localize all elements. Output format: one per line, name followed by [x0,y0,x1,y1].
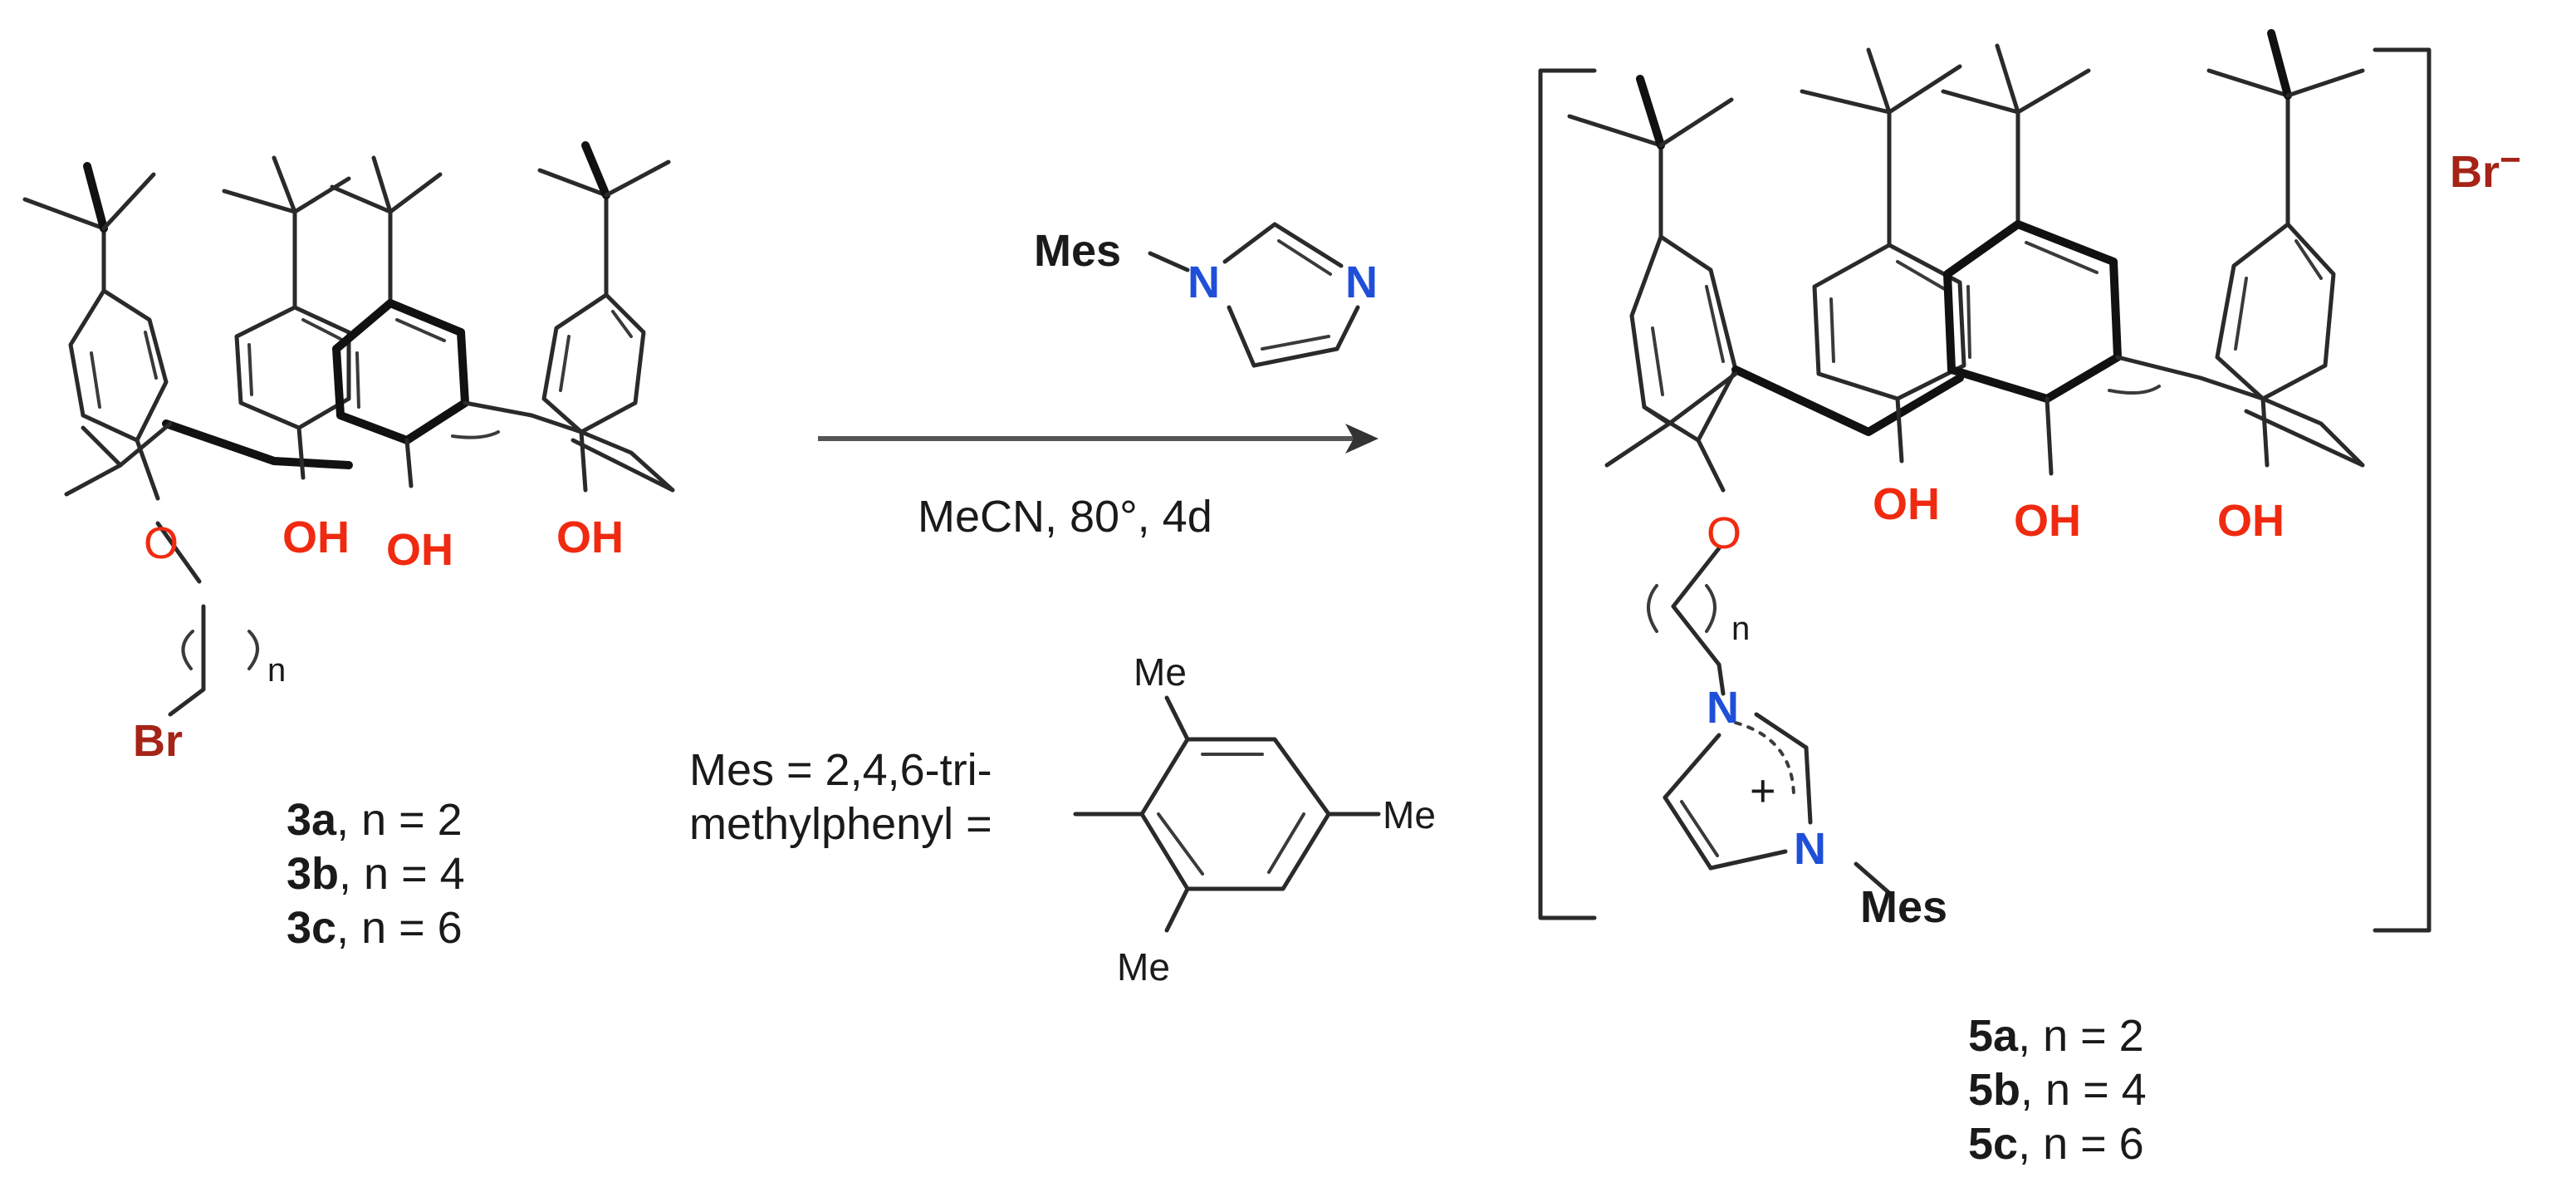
mes-definition-line1: Mes = 2,4,6-tri- [689,745,992,795]
mes-label: Mes [1034,226,1121,276]
tert-butyl-group [2206,29,2365,227]
mes-definition-line2: methylphenyl = [689,799,992,849]
product-oxygen-label: O [1707,508,1741,558]
positive-charge: + [1750,766,1776,816]
methyl-label: Me [1383,793,1436,836]
reaction-conditions: MeCN, 80°, 4d [918,492,1212,542]
product-structure [1567,29,2365,895]
product-mes-label: Mes [1860,882,1947,932]
bromine-label: Br [133,716,183,766]
tert-butyl-group [1567,75,1734,239]
reagent-imidazole: Mes N N [1034,222,1378,368]
product-hydroxyl-label: OH [2014,496,2081,546]
methyl-label: Me [1134,650,1187,694]
starting-hydroxyl-label: OH [282,513,350,562]
imidazole-n3-label: N [1345,258,1378,307]
imidazolium-n3-label: N [1794,824,1826,874]
compound-label: 3a, n = 2 [286,795,463,845]
product-hydroxyl-label: OH [1873,479,1940,529]
starting-hydroxyl-label: OH [386,525,453,575]
reaction-arrow [818,424,1379,454]
tert-butyl-group [22,162,156,293]
tert-butyl-group [1800,47,1962,248]
product-chain-subscript-n: n [1731,611,1750,647]
bromide-counterion: Br− [2450,140,2521,197]
tert-butyl-group [222,155,351,310]
tert-butyl-group [330,155,443,306]
compound-label: 5c, n = 6 [1968,1119,2144,1169]
imidazolium-n1-label: N [1707,683,1739,733]
product-hydroxyl-label: OH [2217,496,2285,546]
imidazole-n1-label: N [1188,258,1220,307]
starting-hydroxyl-label: OH [556,513,624,562]
product-brackets [1538,47,2432,933]
mesityl-structure [1073,695,1381,933]
compound-label: 3c, n = 6 [286,903,463,953]
product-compound-legend: 5a, n = 2 5b, n = 4 5c, n = 6 [1968,1011,2147,1169]
tert-butyl-group [537,141,671,297]
chain-subscript-n: n [267,652,286,689]
compound-label: 5a, n = 2 [1968,1011,2144,1061]
compound-label: 3b, n = 4 [286,849,465,899]
tert-butyl-group [1941,43,2091,227]
starting-oxygen-label: O [144,518,179,568]
methyl-label: Me [1117,945,1170,989]
starting-compound-legend: 3a, n = 2 3b, n = 4 3c, n = 6 [286,795,465,953]
starting-material-structure [22,141,675,717]
compound-label: 5b, n = 4 [1968,1065,2147,1115]
